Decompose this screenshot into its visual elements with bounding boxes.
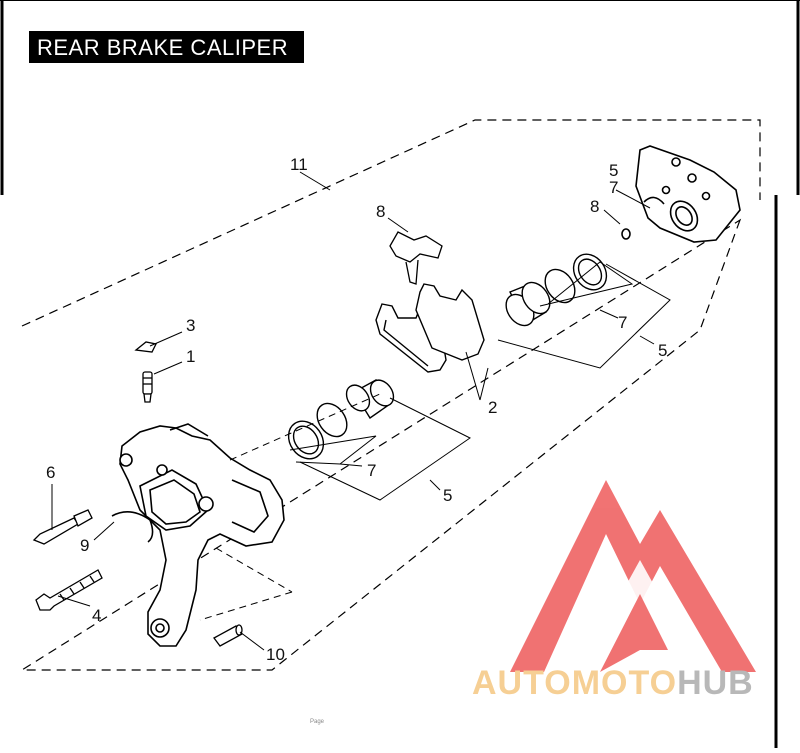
- page-footer: Page: [310, 719, 325, 725]
- pad-spring: [389, 231, 443, 285]
- callout-8-right: 8: [590, 197, 599, 216]
- leader-lines: [51, 171, 671, 651]
- callout-5-top: 5: [609, 161, 618, 180]
- callout-7-top: 7: [609, 178, 618, 197]
- callout-11: 11: [290, 155, 308, 174]
- callout-5-mid: 5: [443, 486, 452, 505]
- callout-labels: 11 8 5 7 8 3 1 7 5 2 7 5 6 9 4 10: [46, 155, 667, 664]
- callout-4: 4: [92, 606, 101, 625]
- callout-7-mid: 7: [367, 461, 376, 480]
- watermark-text: AUTOMOTOHUB: [472, 664, 754, 703]
- alignment-lines: [199, 393, 381, 621]
- callout-2: 2: [488, 398, 497, 417]
- callout-3: 3: [186, 316, 195, 335]
- brake-pads: [375, 283, 485, 373]
- right-piston-group: [505, 253, 608, 327]
- callout-9: 9: [80, 536, 89, 555]
- outer-caliper-half: [621, 145, 741, 243]
- o-ring: [111, 511, 154, 543]
- bleeder-valve: [134, 341, 157, 403]
- caliper-pin: [32, 509, 93, 545]
- watermark-logo-icon: [510, 480, 756, 672]
- diagram-title-box: REAR BRAKE CALIPER: [29, 31, 304, 63]
- diagram-title: REAR BRAKE CALIPER: [37, 35, 289, 60]
- middle-piston-group: [287, 379, 395, 460]
- mounting-bolt: [35, 569, 103, 611]
- callout-1: 1: [186, 347, 195, 366]
- watermark-part2: HUB: [677, 664, 754, 702]
- callout-8-top: 8: [376, 202, 385, 221]
- watermark-part1: AUTOMOTO: [472, 664, 678, 702]
- inner-caliper-body: [119, 423, 285, 647]
- callout-5-right: 5: [658, 341, 667, 360]
- callout-10: 10: [266, 645, 285, 664]
- assembly-outline: [19, 119, 761, 671]
- pin-sleeve: [213, 624, 243, 647]
- callout-7-right: 7: [618, 313, 627, 332]
- callout-6: 6: [46, 463, 55, 482]
